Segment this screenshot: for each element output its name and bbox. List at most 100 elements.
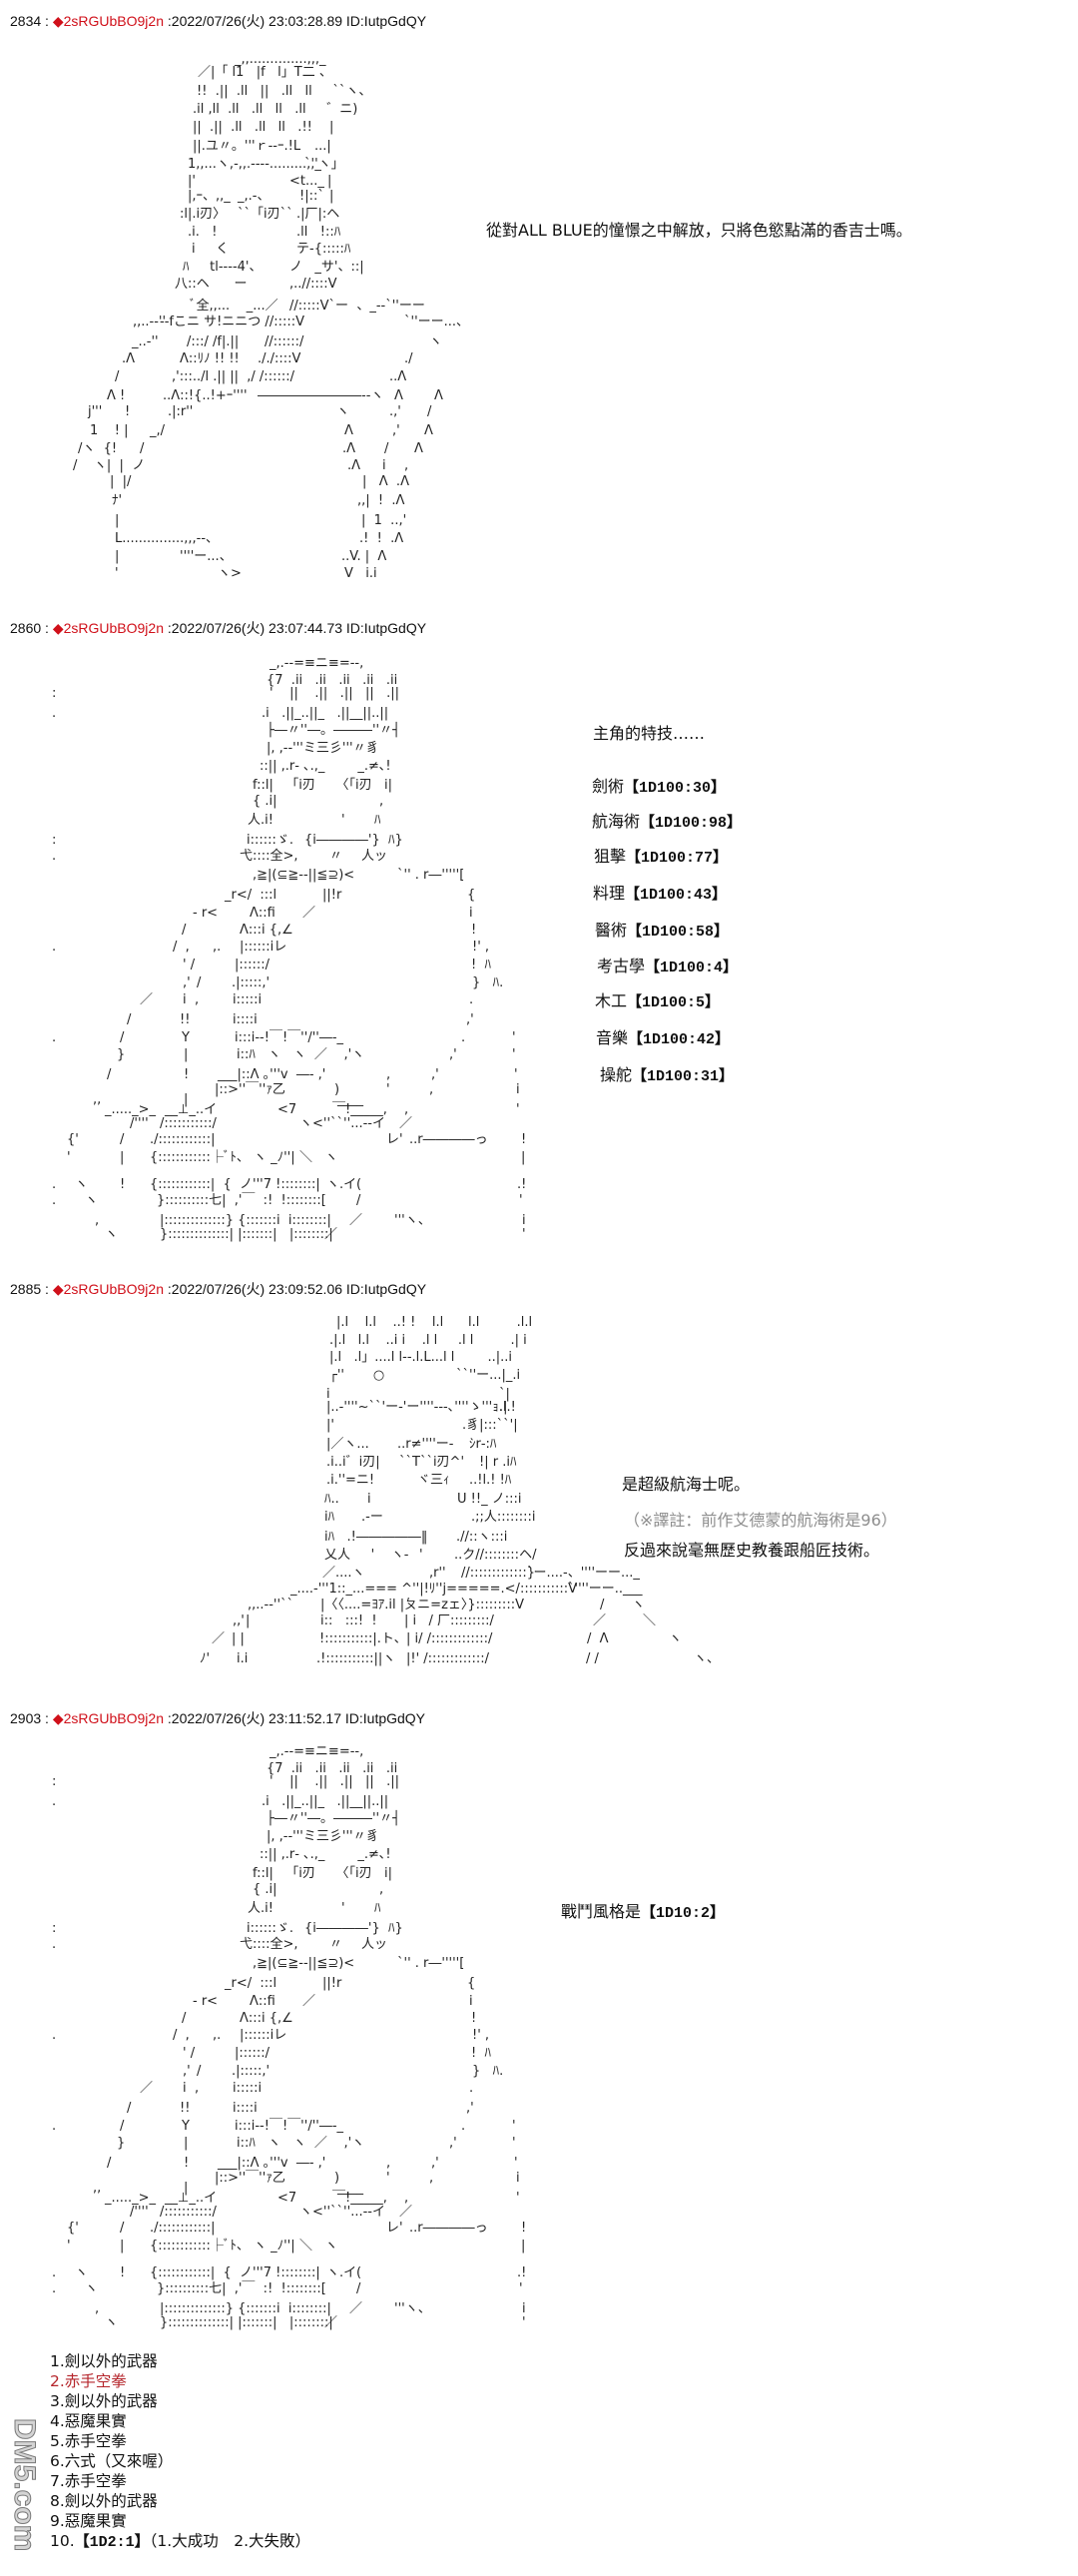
ascii-art-segment: //:::::V`ー 、_--`''ーー bbox=[289, 299, 425, 314]
ascii-art-segment: _....‐'''1::_...=== ^''|!ﾘ''j=====.</:::… bbox=[290, 1582, 578, 1597]
ascii-art-segment: { .i| bbox=[253, 1882, 277, 1897]
ascii-art-segment: |.l .l」....l l--.l.L...l l ..|..i bbox=[329, 1350, 512, 1365]
option-item: 6.六式（又來喔） bbox=[50, 2452, 174, 2470]
ascii-art-segment: !| r .iﾊ bbox=[479, 1455, 517, 1470]
ascii-art-segment: `''''ーー..___ bbox=[568, 1582, 643, 1597]
ascii-art-segment: <7 bbox=[277, 1102, 297, 1117]
trip-diamond-icon: ◆ bbox=[52, 620, 64, 636]
skill-row: 考古學【1D100:4】 bbox=[597, 957, 738, 978]
ascii-art-segment: Λ bbox=[394, 388, 403, 403]
ascii-art-segment: ' bbox=[516, 2191, 520, 2206]
ascii-art-segment: / bbox=[140, 441, 145, 456]
ascii-art-segment: i bbox=[367, 1492, 371, 1507]
ascii-art-segment: , bbox=[404, 1102, 409, 1117]
ascii-art-segment: ﾉ' bbox=[200, 1651, 211, 1666]
ascii-art-segment: '''ヽ、 bbox=[394, 2301, 431, 2316]
ascii-art-segment: ┌'' ○ bbox=[329, 1368, 385, 1383]
skill-name: 狙擊 bbox=[594, 847, 627, 866]
ascii-art-segment: ／ bbox=[302, 1994, 316, 2009]
ascii-art-segment: ___|::Λ ｡'''v ―‐ ,' bbox=[218, 2156, 326, 2171]
ascii-art-segment: ,' bbox=[466, 1012, 474, 1027]
ascii-art-segment: i::ﾊ ヽ ヽ ／ ,'ヽ bbox=[237, 1047, 365, 1062]
trip-code: 2sRGUbBO9j2n bbox=[63, 620, 164, 636]
ascii-art-segment: L...............,,,--、 bbox=[115, 531, 220, 546]
ascii-art-segment: ヽ、 bbox=[694, 1651, 721, 1666]
skill-name: 醫術 bbox=[595, 921, 628, 940]
ascii-art-segment: ' bbox=[419, 1548, 423, 1563]
ascii-art-segment: {7 .ii .ii .ii .ii .ii bbox=[267, 1761, 398, 1776]
ascii-art-segment: i::::i bbox=[233, 2101, 258, 2116]
ascii-art-segment: / bbox=[197, 975, 202, 990]
ascii-art-segment: Λ::fi bbox=[250, 906, 275, 921]
ascii-art-segment: ￣!_____, bbox=[332, 1102, 387, 1117]
ascii-art-segment: } bbox=[117, 2136, 126, 2151]
ascii-art-segment: , bbox=[404, 2191, 409, 2206]
ascii-art-segment: Λ bbox=[344, 423, 353, 438]
ascii-art-segment: '''ヽ、 bbox=[394, 1213, 431, 1228]
ascii-art-segment: ヾ三ｨ bbox=[417, 1473, 450, 1488]
ascii-art-segment: . bbox=[52, 2265, 57, 2280]
ascii-art-segment: .|:::::,' bbox=[232, 2064, 270, 2079]
ascii-art-segment: .il ,ll .ll .ll ll .ll ゛ニ) bbox=[193, 102, 358, 117]
ascii-art-segment: | bbox=[115, 513, 120, 528]
ascii-art-segment: ,. bbox=[213, 940, 222, 955]
ascii-art-segment: ヽ<''``''...--イ bbox=[299, 2205, 385, 2220]
ascii-art-segment: |::::::::::::::} {:::::::i i::::::::| bbox=[160, 1213, 331, 1228]
ascii-art-segment: ' / bbox=[183, 2046, 196, 2061]
ascii-art-segment: ／ bbox=[349, 1213, 363, 1228]
ascii-art-segment: ! bbox=[120, 2265, 126, 2280]
ascii-art-segment: !' , bbox=[472, 940, 490, 955]
ascii-art-segment: iﾊ .!―――――‖ bbox=[324, 1530, 428, 1545]
skill-row: 音樂【1D100:42】 bbox=[596, 1028, 730, 1050]
ascii-art-segment: ''''ー...、 bbox=[180, 549, 233, 564]
ascii-art-segment: ヽ bbox=[669, 1631, 683, 1646]
ascii-art-segment: ノ _サ'、::| bbox=[289, 260, 364, 275]
ascii-art-segment: 人ッ bbox=[361, 849, 388, 864]
ascii-art-segment: .;;人::::::::i bbox=[471, 1510, 536, 1525]
ascii-art-segment: ( bbox=[356, 1177, 362, 1192]
skill-name: 音樂 bbox=[596, 1028, 629, 1047]
ascii-art-segment: ! ﾊ bbox=[471, 958, 491, 972]
ascii-art-segment: !|::` bbox=[299, 189, 324, 204]
ascii-art-segment: ___|::Λ ｡'''v ―‐ ,' bbox=[218, 1067, 326, 1082]
ascii-art-segment: ' bbox=[512, 1030, 516, 1045]
post-separator: : bbox=[45, 1710, 49, 1726]
ascii-art-segment: ,' bbox=[466, 2101, 474, 2116]
ascii-art-segment: | i/ /:::::::::::::/ bbox=[406, 1631, 493, 1646]
ascii-art-segment: . bbox=[461, 2119, 466, 2134]
ascii-art-segment: --fこニ サ!ニニつ //:::::V bbox=[160, 315, 304, 329]
ascii-art-segment: ／ bbox=[399, 2205, 413, 2220]
ascii-art-segment: __⊥_..イ bbox=[165, 2191, 218, 2206]
ascii-art-segment: //::::::/ bbox=[265, 334, 304, 349]
ascii-art-segment: / ヽ| | ノ bbox=[73, 458, 146, 473]
ascii-art-segment: ! bbox=[184, 1067, 190, 1082]
ascii-art-segment: .|.l l.l ..i i .l l .l l .| i bbox=[329, 1333, 527, 1348]
ascii-art-segment: / , bbox=[173, 2028, 190, 2043]
ascii-art-segment: _,.--=≡ニ≡=--, bbox=[270, 656, 364, 671]
ascii-art-segment: ``''ー...|_.i bbox=[456, 1368, 521, 1383]
ascii-art-segment: | bbox=[521, 2239, 526, 2254]
ascii-art-segment: .! bbox=[517, 1177, 527, 1192]
ascii-art-segment: f::l| 「i刃 〈「i刃 i| bbox=[253, 778, 393, 793]
ascii-art-segment: ,' bbox=[449, 1047, 457, 1062]
ascii-art-segment: iﾊ bbox=[324, 1510, 335, 1525]
poster-id: ID:IutpGdQY bbox=[345, 1281, 427, 1297]
ascii-art-segment: `''ーー...、 bbox=[404, 315, 470, 329]
skill-row: 料理【1D100:43】 bbox=[593, 884, 727, 906]
poster-id: ID:IutpGdQY bbox=[345, 13, 427, 29]
ascii-art-segment: ' bbox=[115, 566, 119, 581]
ascii-art-segment: ' bbox=[516, 1102, 520, 1117]
ascii-art-segment: ﾊ bbox=[374, 813, 381, 828]
ascii-art-segment: ／ bbox=[140, 2081, 154, 2096]
ascii-art-segment: || .|| .ll .ll ll .!! bbox=[193, 120, 312, 135]
ascii-art-segment: {7 .ii .ii .ii .ii .ii bbox=[267, 673, 398, 688]
ascii-art-segment: / bbox=[182, 2011, 187, 2026]
ascii-art-segment: . bbox=[52, 849, 57, 864]
ascii-art-segment: |::::::iレ bbox=[240, 940, 287, 955]
ascii-art-segment: ! bbox=[521, 1132, 527, 1147]
ascii-art-segment: ヽ> bbox=[218, 566, 242, 581]
skill-name: 操舵 bbox=[600, 1065, 633, 1084]
ascii-art-segment: ____ bbox=[337, 2181, 363, 2196]
ascii-art-segment: ' bbox=[512, 2136, 516, 2151]
ascii-art-segment: ./::::::::::::| bbox=[150, 2221, 216, 2236]
